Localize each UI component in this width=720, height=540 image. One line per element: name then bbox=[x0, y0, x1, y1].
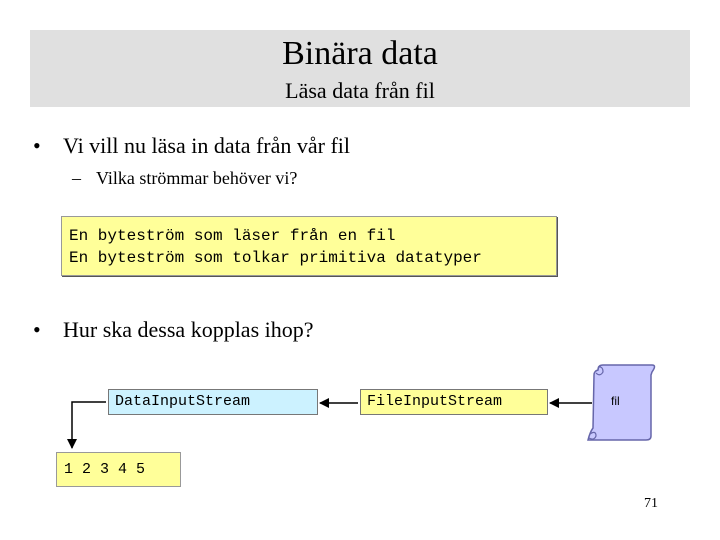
output-box: 1 2 3 4 5 bbox=[56, 452, 181, 487]
file-label: fil bbox=[611, 394, 620, 408]
code-line: En byteström som läser från en fil bbox=[69, 227, 396, 245]
arrow-dis-to-output bbox=[67, 401, 106, 449]
dash-marker: – bbox=[72, 168, 81, 188]
bullet-marker: • bbox=[33, 133, 41, 158]
code-line: En byteström som tolkar primitiva dataty… bbox=[69, 249, 482, 267]
data-input-stream-box: DataInputStream bbox=[108, 389, 318, 415]
file-scroll-icon bbox=[587, 364, 656, 441]
sub-bullet-text: Vilka strömmar behöver vi? bbox=[96, 168, 298, 188]
page-number: 71 bbox=[644, 496, 658, 511]
bullet-text: Vi vill nu läsa in data från vår fil bbox=[63, 133, 351, 158]
slide-header: Binära data Läsa data från fil bbox=[30, 30, 690, 107]
code-box: En byteström som läser från en fil En by… bbox=[61, 216, 557, 276]
bullet-marker: • bbox=[33, 317, 41, 342]
bullet-text: Hur ska dessa kopplas ihop? bbox=[63, 317, 314, 342]
slide-title: Binära data bbox=[282, 35, 438, 72]
file-input-stream-box: FileInputStream bbox=[360, 389, 548, 415]
slide-subtitle: Läsa data från fil bbox=[285, 78, 435, 103]
